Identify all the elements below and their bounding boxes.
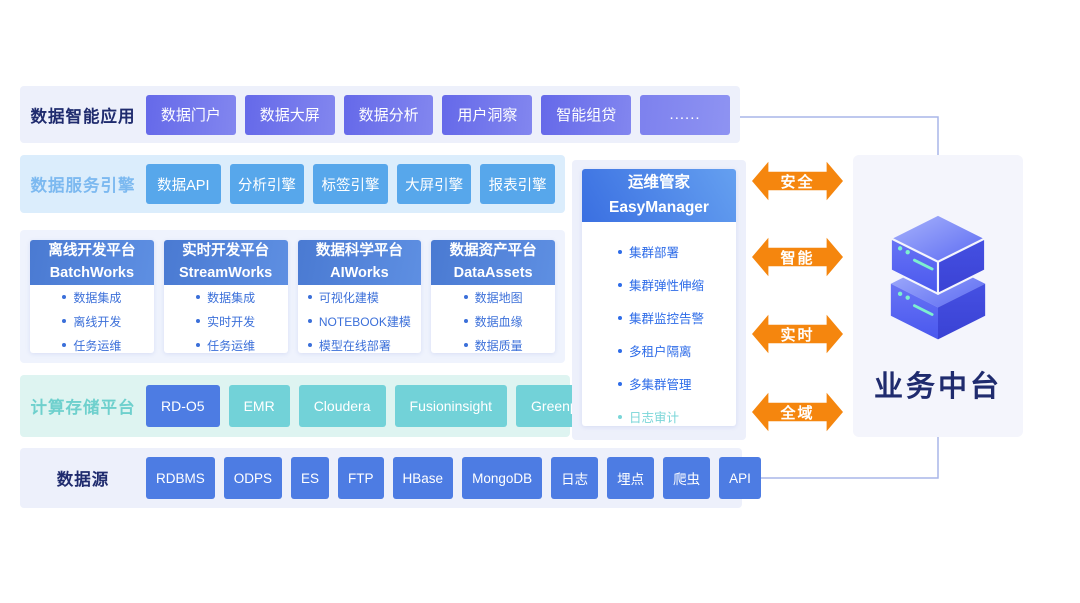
ops-manager-band: 运维管家 EasyManager 集群部署集群弹性伸缩集群监控告警多租户隔离多集… [572,160,746,440]
app-button[interactable]: 数据大屏 [244,94,335,135]
business-platform-title: 业务中台 [873,371,1002,403]
row-label-data-sources: 数据源 [56,471,110,489]
ops-bullet: 日志审计 [618,407,730,426]
platform-title-en: AIWorks [330,265,389,282]
platform-bullet: 数据集成 [196,289,255,306]
source-button[interactable]: HBase [392,457,454,499]
platform-card-streamworks[interactable]: 实时开发平台 StreamWorks 数据集成实时开发任务运维 [163,240,288,353]
ops-manager-title: 运维管家 EasyManager [582,169,736,222]
source-button[interactable]: API [719,457,761,499]
platform-card-dataassets[interactable]: 数据资产平台 DataAssets 数据地图数据血缘数据质量 [431,240,555,353]
compute-button[interactable]: RD-O5 [146,385,220,427]
platform-card-batchworks[interactable]: 离线开发平台 BatchWorks 数据集成离线开发任务运维 [30,240,154,353]
app-button[interactable]: 智能组贷 [541,94,632,135]
ops-bullet: 集群弹性伸缩 [618,275,730,294]
ops-bullet: 多租户隔离 [618,341,730,360]
ops-bullet: 集群部署 [618,242,730,261]
ops-title-en: EasyManager [609,198,709,216]
platform-bullet: 离线开发 [62,313,121,330]
source-button[interactable]: 埋点 [607,457,655,499]
platform-bullet: 数据质量 [464,337,523,353]
platform-bullet: 实时开发 [196,313,255,330]
engine-button[interactable]: 标签引擎 [313,164,388,204]
app-button[interactable]: 用户洞察 [442,94,533,135]
row-label-service-engines: 数据服务引擎 [30,177,136,195]
ops-bullet: 多集群管理 [618,374,730,393]
platform-title-en: BatchWorks [49,265,135,282]
source-button[interactable]: FTP [338,457,384,499]
platform-title-cn: 离线开发平台 [48,243,136,259]
source-button[interactable]: ODPS [223,457,283,499]
arrow-intelligent: 智能 [752,237,843,277]
server-stack-icon [889,213,987,340]
platform-bullets: 数据地图数据血缘数据质量 [464,289,523,353]
platform-card-aiworks[interactable]: 数据科学平台 AIWorks 可视化建模 NOTEBOOK建模模型在线部署 [297,240,422,353]
compute-button[interactable]: EMR [228,385,290,427]
platform-card-body: 可视化建模 NOTEBOOK建模模型在线部署 [298,285,422,353]
source-button[interactable]: ES [291,457,330,499]
platform-bullet: 数据集成 [62,289,121,306]
row-data-apps: 数据智能应用 数据门户数据大屏数据分析用户洞察智能组贷...... [20,86,740,143]
platform-card-title: 数据科学平台 AIWorks [297,240,422,285]
platform-card-body: 数据集成离线开发任务运维 [30,285,154,353]
platform-bullet: 可视化建模 [308,289,411,306]
source-button[interactable]: MongoDB [462,457,543,499]
platform-card-title: 数据资产平台 DataAssets [431,240,555,285]
data-apps-buttons: 数据门户数据大屏数据分析用户洞察智能组贷...... [146,94,740,135]
platform-card-body: 数据集成实时开发任务运维 [164,285,288,353]
platform-bullets: 数据集成离线开发任务运维 [62,289,121,353]
ops-manager-card[interactable]: 运维管家 EasyManager 集群部署集群弹性伸缩集群监控告警多租户隔离多集… [582,169,736,426]
engine-button[interactable]: 数据API [146,164,221,204]
platform-title-en: DataAssets [453,265,533,282]
compute-button[interactable]: Cloudera [298,385,386,427]
app-button[interactable]: 数据门户 [146,94,236,135]
app-button[interactable]: 数据分析 [343,94,434,135]
arrow-realtime: 实时 [752,314,843,354]
compute-button[interactable]: Fusioninsight [394,385,508,427]
ops-manager-bullets: 集群部署集群弹性伸缩集群监控告警多租户隔离多集群管理日志审计 [582,222,736,426]
platform-card-title: 实时开发平台 StreamWorks [163,240,288,285]
arrow-fulldomain: 全域 [752,392,843,432]
platform-title-cn: 实时开发平台 [182,243,270,259]
platform-title-en: StreamWorks [179,265,273,282]
engine-button[interactable]: 报表引擎 [480,164,555,204]
ops-title-cn: 运维管家 [627,173,690,191]
source-button[interactable]: 爬虫 [663,457,711,499]
platform-bullet: 模型在线部署 [308,337,411,353]
source-button[interactable]: RDBMS [146,457,215,499]
ops-bullet: 集群监控告警 [618,308,730,327]
engine-button[interactable]: 大屏引擎 [396,164,472,204]
row-label-compute-storage: 计算存储平台 [30,399,136,417]
platform-card-body: 数据地图数据血缘数据质量 [431,285,555,353]
platform-bullet: NOTEBOOK建模 [308,313,411,330]
arrow-security: 安全 [752,161,843,201]
platform-title-cn: 数据科学平台 [315,243,403,259]
source-button[interactable]: 日志 [551,457,599,499]
platform-bullet: 任务运维 [196,337,255,353]
platform-title-cn: 数据资产平台 [449,243,537,259]
app-button[interactable]: ...... [640,94,730,135]
platform-bullets: 可视化建模 NOTEBOOK建模模型在线部署 [308,289,411,353]
platform-bullet: 数据血缘 [464,313,523,330]
engine-button[interactable]: 分析引擎 [229,164,305,204]
row-platforms: 离线开发平台 BatchWorks 数据集成离线开发任务运维 实时开发平台 St… [20,230,565,363]
platform-bullet: 数据地图 [464,289,523,306]
business-platform-panel: 业务中台 [853,155,1023,437]
platform-bullet: 任务运维 [62,337,121,353]
row-label-data-apps: 数据智能应用 [30,107,136,126]
platform-bullets: 数据集成实时开发任务运维 [196,289,255,353]
platform-card-title: 离线开发平台 BatchWorks [30,240,154,285]
